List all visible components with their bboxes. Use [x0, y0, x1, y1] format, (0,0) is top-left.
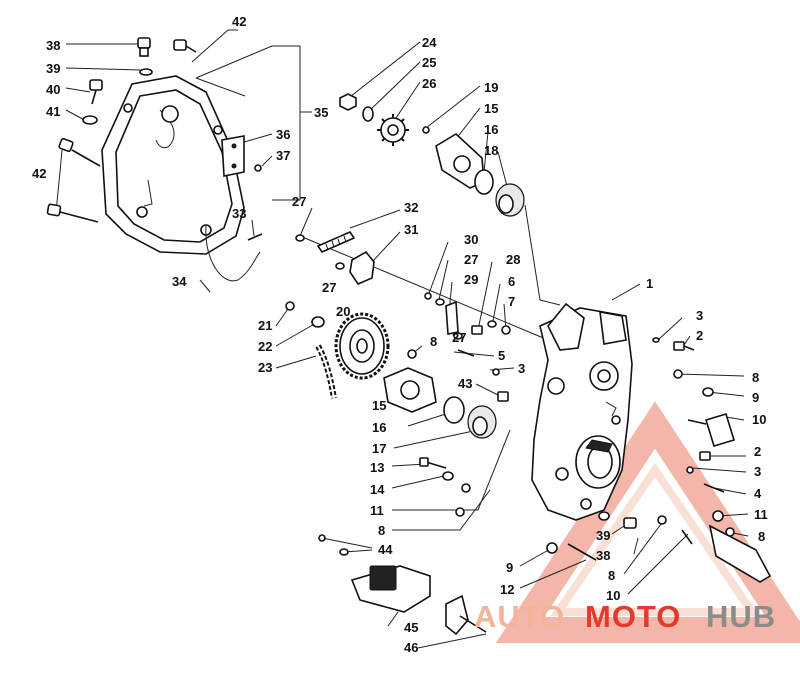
- callout-2b: 2: [754, 444, 761, 459]
- callout-39b: 39: [596, 528, 610, 543]
- callout-27b: 27: [464, 252, 478, 267]
- callout-32: 32: [404, 200, 418, 215]
- callout-8a: 8: [430, 334, 437, 349]
- callout-3b: 3: [518, 361, 525, 376]
- callout-37: 37: [276, 148, 290, 163]
- callout-10b: 10: [606, 588, 620, 603]
- callout-11b: 11: [754, 507, 768, 522]
- bracket-45-assembly: [318, 534, 487, 636]
- callout-15a: 15: [484, 101, 498, 116]
- callout-17: 17: [372, 441, 386, 456]
- callout-33: 33: [232, 206, 246, 221]
- callout-9b: 9: [506, 560, 513, 575]
- watermark-logo: [495, 401, 800, 643]
- callout-24: 24: [422, 35, 437, 50]
- callout-16a: 16: [484, 122, 498, 137]
- callout-7: 7: [508, 294, 515, 309]
- plate-36: [221, 135, 262, 177]
- callout-27d: 27: [452, 330, 466, 345]
- callout-16b: 16: [372, 420, 386, 435]
- callout-6: 6: [508, 274, 515, 289]
- callout-11a: 11: [370, 503, 384, 518]
- callout-19: 19: [484, 80, 498, 95]
- lower-bearing-assembly: [383, 367, 497, 439]
- callout-8e: 8: [608, 568, 615, 583]
- callout-27c: 27: [322, 280, 336, 295]
- bottom-center-fasteners: [546, 511, 693, 561]
- watermark-auto: AUTO: [474, 599, 565, 634]
- callout-23: 23: [258, 360, 272, 375]
- callout-38b: 38: [596, 548, 610, 563]
- callout-40: 40: [46, 82, 60, 97]
- watermark-hub: HUB: [706, 599, 776, 634]
- lower-left-fasteners: [419, 457, 471, 517]
- watermark-moto: MOTO: [585, 599, 681, 634]
- callout-41: 41: [46, 104, 60, 119]
- callout-30: 30: [464, 232, 478, 247]
- callout-45: 45: [404, 620, 418, 635]
- callout-25: 25: [422, 55, 436, 70]
- callout-3c: 3: [754, 464, 761, 479]
- callout-43: 43: [458, 376, 472, 391]
- callout-12: 12: [500, 582, 514, 597]
- callout-8c: 8: [378, 523, 385, 538]
- callout-27a: 27: [292, 194, 306, 209]
- cover-fasteners: [46, 37, 197, 223]
- callout-10a: 10: [752, 412, 766, 427]
- callout-5: 5: [498, 348, 505, 363]
- upper-sprocket-assembly: [339, 93, 525, 217]
- chain-case-cover: [101, 75, 245, 255]
- callout-35: 35: [314, 105, 328, 120]
- callout-38a: 38: [46, 38, 60, 53]
- shaft-hardware: [457, 349, 509, 402]
- callout-42b: 42: [32, 166, 46, 181]
- callout-42a: 42: [232, 14, 246, 29]
- tensioner-parts: [205, 225, 375, 285]
- callout-29: 29: [464, 272, 478, 287]
- small-hardware-cluster: [424, 292, 511, 340]
- callout-46: 46: [404, 640, 418, 655]
- callout-8d: 8: [758, 529, 765, 544]
- callout-2a: 2: [696, 328, 703, 343]
- callout-8b: 8: [752, 370, 759, 385]
- callout-13: 13: [370, 460, 384, 475]
- callout-14: 14: [370, 482, 385, 497]
- callout-31: 31: [404, 222, 418, 237]
- callout-26: 26: [422, 76, 436, 91]
- main-housing: [531, 302, 633, 521]
- callout-18: 18: [484, 143, 498, 158]
- callout-28: 28: [506, 252, 520, 267]
- callout-20: 20: [336, 304, 350, 319]
- callout-22: 22: [258, 339, 272, 354]
- callout-15b: 15: [372, 398, 386, 413]
- callout-labels: 42 38 39 40 41 42 35 36 37 24 25 26 19 1…: [32, 14, 768, 655]
- callout-21: 21: [258, 318, 272, 333]
- callout-4: 4: [754, 486, 762, 501]
- drive-gear-20: [334, 312, 390, 380]
- callout-34: 34: [172, 274, 187, 289]
- callout-1: 1: [646, 276, 653, 291]
- callout-9a: 9: [752, 390, 759, 405]
- callout-3a: 3: [696, 308, 703, 323]
- washer-22-bolt-21: [285, 301, 417, 359]
- chain-23: [315, 344, 337, 399]
- callout-44: 44: [378, 542, 393, 557]
- watermark-text: AUTO MOTO HUB: [474, 599, 776, 634]
- right-fasteners: [652, 337, 772, 583]
- callout-39a: 39: [46, 61, 60, 76]
- callout-36: 36: [276, 127, 290, 142]
